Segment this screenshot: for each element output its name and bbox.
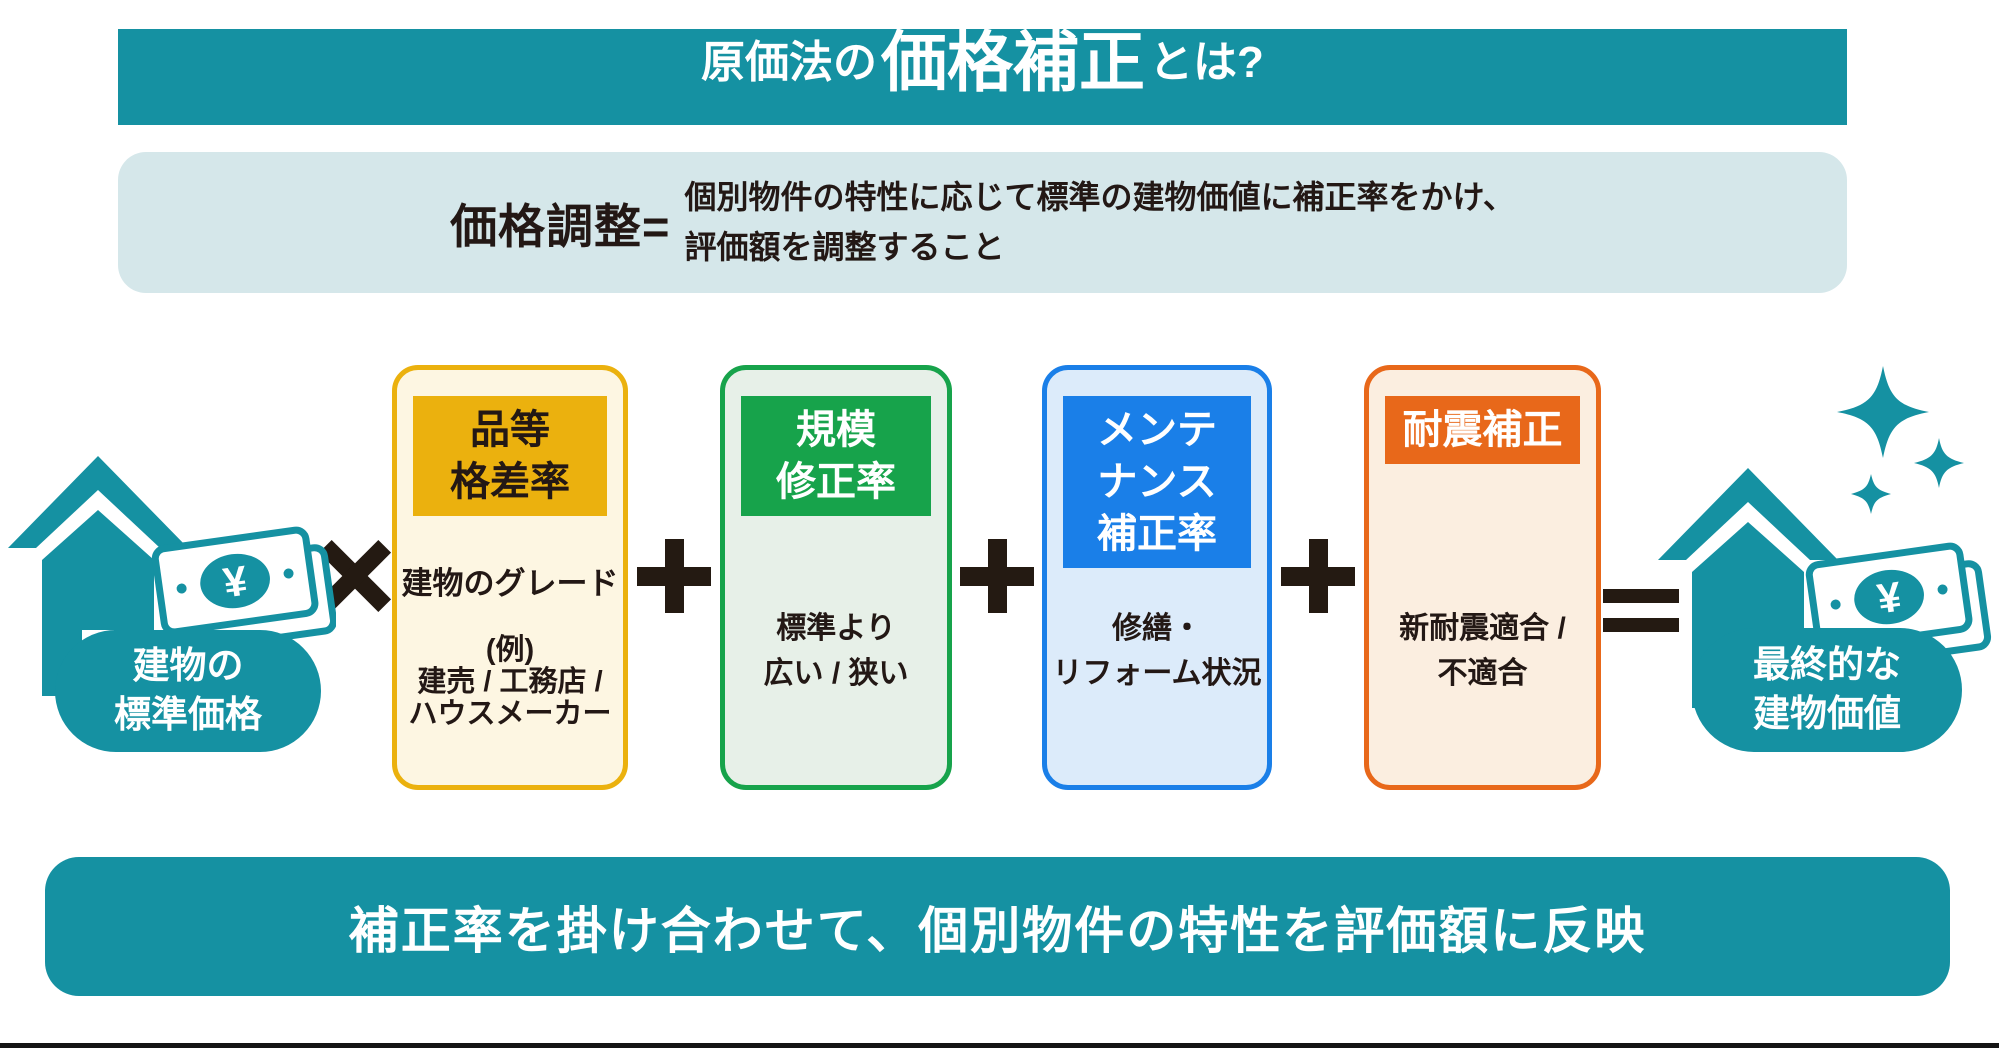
factor-maintenance-body: 修繕・ リフォーム状況 xyxy=(1052,612,1262,690)
factor-scale-header: 規模 修正率 xyxy=(741,396,931,516)
title-suffix: とは? xyxy=(1149,38,1264,87)
definition-text: 個別物件の特性に応じて標準の建物価値に補正率をかけ、 評価額を調整すること xyxy=(685,173,1515,272)
result-label-line-2: 建物価値 xyxy=(1753,693,1901,734)
factor-scale-body: 標準より 広い / 狭い xyxy=(763,612,909,690)
result-label-pill: 最終的な 建物価値 xyxy=(1692,628,1962,752)
factor-quality-body: 建物のグレード (例) 建売 / 工務店 / ハウスメーカー xyxy=(401,566,619,730)
factor-maintenance-header: メンテ ナンス 補正率 xyxy=(1063,396,1251,568)
definition-line-2: 評価額を調整すること xyxy=(684,228,1005,265)
title-prefix: 原価法の xyxy=(701,38,878,87)
factor-quality-header: 品等 格差率 xyxy=(413,396,607,516)
plus-symbol-2 xyxy=(960,539,1034,613)
footer-banner: 補正率を掛け合わせて、個別物件の特性を評価額に反映 xyxy=(45,857,1950,996)
definition-term: 価格調整= xyxy=(450,200,671,253)
start-label-line-2: 標準価格 xyxy=(114,694,262,735)
result-label-line-1: 最終的な xyxy=(1753,644,1901,686)
factor-seismic-header: 耐震補正 xyxy=(1385,396,1580,464)
factor-box-scale: 規模 修正率 標準より 広い / 狭い xyxy=(720,365,952,790)
factor-box-quality: 品等 格差率 建物のグレード (例) 建売 / 工務店 / ハウスメーカー xyxy=(392,365,628,790)
start-label-pill: 建物の 標準価格 xyxy=(55,630,321,752)
sparkles xyxy=(1837,366,1964,514)
factor-seismic-body: 新耐震適合 / 不適合 xyxy=(1399,612,1566,690)
definition-line-1: 個別物件の特性に応じて標準の建物価値に補正率をかけ、 xyxy=(684,178,1515,215)
plus-symbol-1 xyxy=(637,539,711,613)
factor-box-maintenance: メンテ ナンス 補正率 修繕・ リフォーム状況 xyxy=(1042,365,1272,790)
plus-symbol-3 xyxy=(1281,539,1355,613)
title-emphasis: 価格補正 xyxy=(881,25,1146,99)
start-label-line-1: 建物の xyxy=(132,645,244,687)
equals-symbol xyxy=(1603,589,1679,633)
definition-box: 価格調整= 個別物件の特性に応じて標準の建物価値に補正率をかけ、 評価額を調整す… xyxy=(118,152,1847,293)
title-banner: 原価法の 価格補正 とは? xyxy=(118,29,1847,125)
bottom-divider xyxy=(0,1043,1999,1048)
factor-box-seismic: 耐震補正 新耐震適合 / 不適合 xyxy=(1364,365,1601,790)
footer-text: 補正率を掛け合わせて、個別物件の特性を評価額に反映 xyxy=(348,902,1647,959)
